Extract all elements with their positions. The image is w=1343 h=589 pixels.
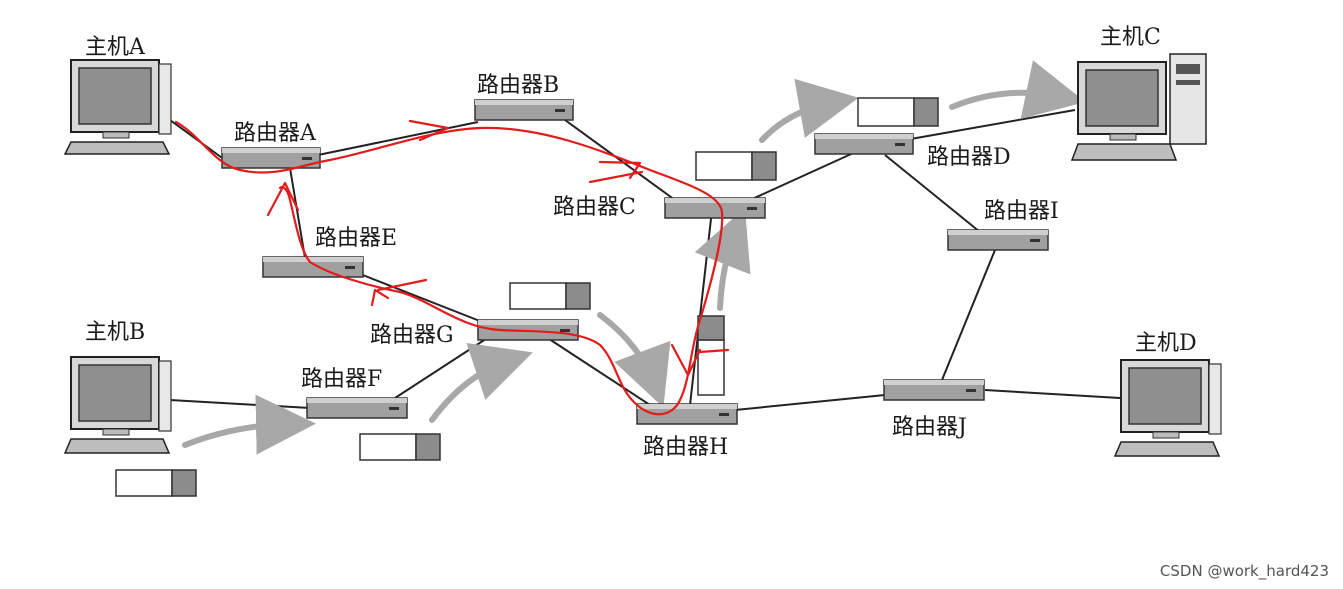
packet-5: [695, 151, 777, 181]
flow-arrow-rH-rC: [694, 207, 751, 311]
router-H-label: 路由器H: [643, 435, 728, 460]
link-rD-rI: [884, 154, 981, 233]
router-F[interactable]: 路由器F: [301, 367, 408, 419]
links: [169, 109, 1121, 411]
flow-arrow-rG-rH: [597, 312, 671, 408]
host-C[interactable]: 主机C: [1070, 25, 1207, 161]
link-rI-rJ: [941, 249, 996, 381]
host-B[interactable]: 主机B: [63, 320, 172, 454]
red-annotation: [174, 119, 730, 416]
link-rJ-hostD: [984, 389, 1121, 399]
flow-arrow-rC-rD: [759, 78, 859, 143]
keyboard-icon: [63, 438, 171, 454]
router-A-label: 路由器A: [234, 121, 317, 146]
router-C[interactable]: 路由器C: [553, 195, 766, 220]
host-D[interactable]: 主机D: [1113, 331, 1222, 457]
packet-6: [857, 97, 939, 127]
link-rH-rJ: [734, 394, 886, 411]
router-B[interactable]: 路由器B: [474, 73, 574, 121]
red-arrowhead-mid: [408, 119, 450, 142]
link-rC-rD: [749, 149, 861, 201]
packet-4: [697, 315, 725, 396]
host-A-label: 主机A: [85, 35, 146, 60]
link-rA-rE: [289, 167, 306, 259]
flow-arrow-hostB-rF: [182, 394, 316, 455]
hosts: 主机A 主机B 主机C 主机D: [63, 25, 1222, 457]
router-D[interactable]: 路由器D: [814, 133, 1011, 170]
router-E[interactable]: 路由器E: [262, 226, 397, 278]
host-D-label: 主机D: [1135, 331, 1197, 356]
flow-arrow-rF-rG: [429, 342, 533, 423]
router-E-label: 路由器E: [315, 226, 397, 251]
link-rE-rG: [354, 271, 491, 326]
packet-3: [509, 282, 591, 310]
red-arrowhead-rh: [670, 343, 702, 377]
router-J-label: 路由器J: [892, 415, 967, 440]
router-G[interactable]: 路由器G: [370, 319, 579, 348]
red-arrowhead-rc-right: [588, 170, 644, 184]
router-H[interactable]: 路由器H: [636, 403, 738, 460]
host-C-label: 主机C: [1100, 25, 1161, 50]
router-F-label: 路由器F: [301, 367, 382, 392]
link-hostB-rF: [169, 399, 311, 409]
packets: [115, 97, 939, 497]
red-arrowhead-rg-tail: [376, 278, 428, 292]
router-D-label: 路由器D: [927, 145, 1011, 170]
router-J[interactable]: 路由器J: [883, 379, 985, 440]
router-A[interactable]: 路由器A: [221, 121, 321, 169]
packet-2: [359, 433, 441, 461]
host-A[interactable]: 主机A: [63, 35, 172, 155]
router-C-label: 路由器C: [553, 195, 636, 220]
red-arrowhead-rg: [370, 288, 390, 307]
red-arrowhead-rh-tail: [698, 348, 730, 354]
link-rB-rC: [564, 119, 676, 201]
router-B-label: 路由器B: [477, 73, 559, 98]
flow-arrows: [182, 60, 1086, 455]
router-I-label: 路由器I: [984, 199, 1059, 224]
router-I[interactable]: 路由器I: [947, 199, 1059, 251]
watermark: CSDN @work_hard423: [1159, 562, 1329, 580]
host-B-label: 主机B: [85, 320, 145, 345]
flow-arrow-rD-hostC: [949, 60, 1086, 119]
packet-1: [115, 469, 197, 497]
red-arrowhead-top-left: [266, 181, 300, 217]
keyboard-icon: [1070, 143, 1178, 161]
keyboard-icon: [63, 141, 171, 155]
router-G-label: 路由器G: [370, 323, 454, 348]
routers: 路由器A 路由器B 路由器C 路由器D 路由器E: [221, 73, 1059, 460]
red-annotation-path: [174, 120, 724, 416]
keyboard-icon: [1113, 441, 1221, 457]
link-rA-rB: [317, 121, 479, 156]
